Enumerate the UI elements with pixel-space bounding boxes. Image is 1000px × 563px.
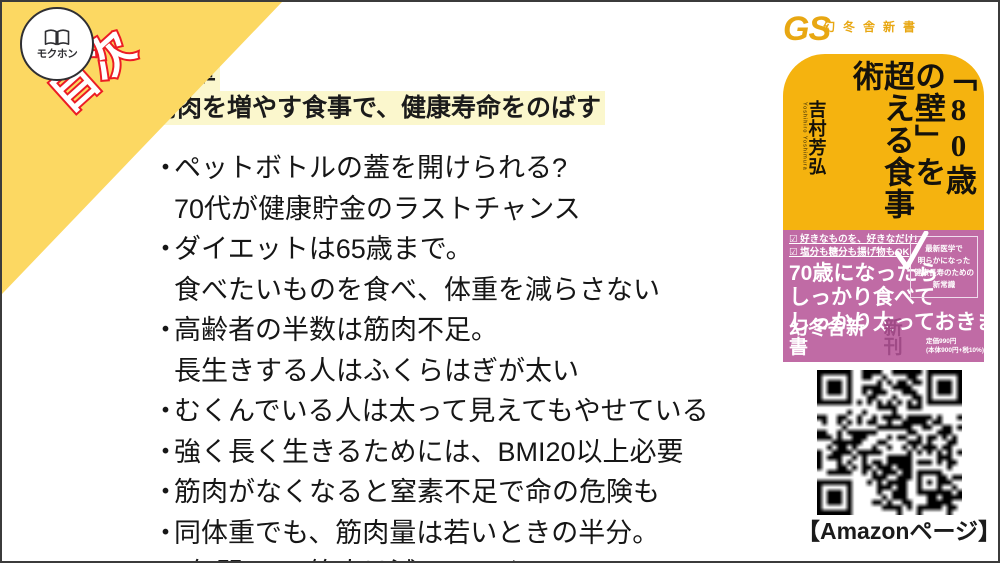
book-title: 「80歳の壁」を 超える食事術 (848, 60, 976, 226)
amazon-qr-block[interactable]: 【Amazonページ】 (797, 370, 1000, 544)
gs-logo: GS (783, 10, 831, 48)
book-title-col-1: 「80歳の壁」を (910, 60, 976, 196)
bullet-marker: ・ (152, 315, 179, 345)
book-cover-front: 「80歳の壁」を 超える食事術 吉村芳弘 Yoshihiro Yoshimura (783, 54, 984, 230)
obi-check-item: ☑ 塩分も糖分も揚げ物もOK (789, 246, 910, 258)
obi-callout-line: 健康長寿のための (914, 268, 974, 278)
author-name-roman: Yoshihiro Yoshimura (801, 102, 808, 171)
bullet-text: ペットボトルの蓋を開けられる? (174, 153, 568, 183)
bullet-marker: ・ (152, 436, 179, 467)
bullet-text: ダイエットは65歳まで。 (174, 234, 473, 264)
obi-footer: 幻冬舎新書 新刊 定価990円 (本体900円+税10%) (789, 319, 984, 357)
obi-new-badge: 新刊 (883, 318, 903, 358)
obi-headline: 70歳になったら しっかり食べて しっかり太っておきましょう! (789, 262, 984, 335)
list-item: ・ ダイエットは65歳まで。 食べたいものを食べ、体重を減らさない (152, 229, 742, 310)
bullet-marker: ・ (152, 234, 179, 264)
list-item: ・ ペットボトルの蓋を開けられる? 70代が健康貯金のラストチャンス (152, 148, 742, 229)
qr-code-icon[interactable] (817, 370, 962, 515)
obi-callout-line: 新常識 (932, 280, 956, 290)
list-item: ・ 強く長く生きるためには、BMI20以上必要 (152, 432, 742, 473)
bullet-marker: ・ (152, 477, 179, 507)
toc-bullet-list: ・ ペットボトルの蓋を開けられる? 70代が健康貯金のラストチャンス ・ ダイエ… (152, 148, 742, 562)
bullet-text: 筋肉がなくなると窒素不足で命の危険も (174, 477, 660, 507)
bullet-marker: ・ (152, 517, 179, 548)
obi-headline-line: しっかり食べて (789, 286, 936, 310)
open-book-icon (44, 29, 70, 46)
bullet-subtext: 長生きする人はふくらはぎが太い (174, 355, 579, 386)
obi-price: 定価990円 (本体900円+税10%) (926, 338, 984, 356)
qr-caption: 【Amazonページ】 (797, 518, 1000, 544)
book-title-col-2: 超える食事術 (848, 60, 914, 220)
obi-check-list: ☑ 好きなものを、好きなだけ! ☑ 塩分も糖分も揚げ物もOK (789, 234, 917, 259)
obi-check-item: ☑ 好きなものを、好きなだけ! (789, 234, 918, 245)
badge-label: モクホン (36, 47, 78, 60)
publisher-name: 幻冬舎新書 (823, 20, 924, 34)
bullet-marker: ・ (152, 153, 179, 183)
bullet-text: 同体重でも、筋肉量は若いときの半分。 (174, 517, 660, 548)
mokuhon-badge: モクホン (20, 7, 94, 81)
list-item: ・ 同体重でも、筋肉量は若いときの半分。 1年間に1%筋肉は減っていく (152, 513, 742, 562)
publisher-header: GS 幻冬舎新書 (767, 10, 998, 54)
book-cover-image: GS 幻冬舎新書 「80歳の壁」を 超える食事術 吉村芳弘 Yoshihiro … (767, 4, 998, 364)
bullet-text: 高齢者の半数は筋肉不足。 (174, 315, 498, 345)
book-obi-band: ☑ 好きなものを、好きなだけ! ☑ 塩分も糖分も揚げ物もOK 70歳になったら … (783, 230, 984, 362)
list-item: ・ 高齢者の半数は筋肉不足。 長生きする人はふくらはぎが太い (152, 310, 742, 391)
obi-callout-box: 最新医学で 明らかになった 健康長寿のための 新常識 (894, 230, 978, 298)
bullet-text: むくんでいる人は太って見えてもやせている (174, 396, 709, 426)
list-item: ・ 筋肉がなくなると窒素不足で命の危険も (152, 472, 742, 513)
chapter-title: 筋肉を増やす食事で、健康寿命をのばす (148, 90, 606, 125)
obi-headline-line: しっかり太っておきましょう! (789, 310, 984, 334)
checkmark-icon (893, 230, 929, 275)
list-item: ・ むくんでいる人は太って見えてもやせている (152, 391, 742, 432)
obi-callout-line: 最新医学で (925, 244, 963, 253)
price-line: 定価990円 (926, 338, 957, 346)
price-line: (本体900円+税10%) (926, 347, 984, 355)
bullet-subtext: 70代が健康貯金のラストチャンス (174, 193, 581, 224)
obi-publisher: 幻冬舎新書 (789, 318, 866, 358)
bullet-subtext: 食べたいものを食べ、体重を減らさない (174, 274, 660, 305)
author-name-jp: 吉村芳弘 (806, 100, 827, 176)
bullet-marker: ・ (152, 396, 179, 426)
book-author: 吉村芳弘 Yoshihiro Yoshimura (801, 100, 827, 176)
obi-callout-line: 明らかになった (917, 256, 971, 266)
bullet-subtext: 1年間に1%筋肉は減っていく (152, 553, 742, 561)
obi-headline-line: 70歳になったら (789, 262, 939, 285)
bullet-text: 強く長く生きるためには、BMI20以上必要 (174, 436, 684, 467)
